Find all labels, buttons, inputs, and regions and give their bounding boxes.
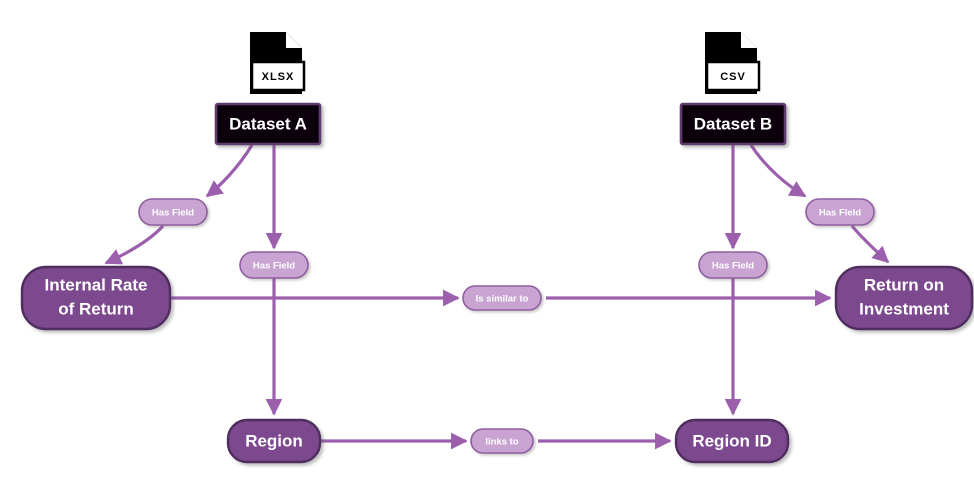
edge-label-has-field-a-irr[interactable]: Has Field: [138, 198, 208, 226]
node-region[interactable]: Region: [226, 418, 322, 464]
node-label-line-1: Internal Rate: [45, 275, 148, 294]
edge-pill-label: Has Field: [819, 208, 861, 219]
file-csv-icon: CSV: [705, 32, 761, 94]
edge-pill-shape: [239, 251, 309, 279]
node-return-on-investment[interactable]: Return on Investment: [834, 265, 974, 331]
node-label-line-1: Return on: [864, 275, 944, 294]
edge-dataset-a-has-field-irr[interactable]: [104, 144, 254, 265]
node-shape: [226, 418, 322, 464]
edge-segment-in: [749, 144, 807, 198]
edge-pill-label: Is similar to: [476, 294, 529, 305]
node-label-line-1: Region: [245, 431, 303, 450]
node-dataset-b[interactable]: Dataset B: [679, 102, 787, 146]
edge-pill-shape: [805, 198, 875, 226]
node-label: Dataset A: [229, 114, 307, 133]
edge-dataset-b-has-field-roi[interactable]: [749, 144, 890, 264]
node-dataset-a[interactable]: Dataset A: [214, 102, 322, 146]
node-label-line-2: of Return: [58, 299, 134, 318]
edge-pill-shape: [138, 198, 208, 226]
node-internal-rate-of-return[interactable]: Internal Rate of Return: [20, 265, 172, 331]
entities-layer: Internal Rate of Return Return on Invest…: [20, 265, 974, 464]
edge-segment-out: [850, 224, 890, 264]
node-shape: [834, 265, 974, 331]
node-shape: [214, 102, 322, 146]
doc-ext-box: [250, 60, 306, 92]
edge-segment-out: [104, 224, 165, 265]
edges-layer: [104, 144, 890, 450]
edge-pill-label: Has Field: [253, 261, 295, 272]
edge-pill-label: Has Field: [712, 261, 754, 272]
edge-label-has-field-b-region-id[interactable]: Has Field: [698, 251, 768, 279]
edge-pill-shape: [470, 428, 534, 454]
file-xlsx-icon: XLSX: [250, 32, 306, 94]
doc-fold-corner: [286, 32, 302, 48]
edge-label-is-similar-to[interactable]: Is similar to: [462, 285, 542, 311]
node-label-line-2: Investment: [859, 299, 949, 318]
edge-pill-label: Has Field: [152, 208, 194, 219]
edge-pill-shape: [698, 251, 768, 279]
edge-segment-in: [205, 144, 254, 198]
node-region-id[interactable]: Region ID: [674, 418, 790, 464]
doc-fold-corner: [741, 32, 757, 48]
node-shape: [674, 418, 790, 464]
edge-labels-layer: Has Field Has Field Has Field Has Field …: [138, 198, 875, 454]
doc-ext-label: CSV: [720, 71, 746, 83]
edge-pill-shape: [462, 285, 542, 311]
edge-label-has-field-a-region[interactable]: Has Field: [239, 251, 309, 279]
node-shape: [20, 265, 172, 331]
edge-pill-label: links to: [485, 437, 518, 448]
node-shape: [679, 102, 787, 146]
doc-ext-box: [705, 60, 761, 92]
doc-ext-label: XLSX: [262, 71, 295, 83]
node-label-line-1: Region ID: [692, 431, 771, 450]
sources-layer: XLSX Dataset A CSV Dataset B: [214, 32, 787, 146]
edge-label-links-to[interactable]: links to: [470, 428, 534, 454]
edge-label-has-field-b-roi[interactable]: Has Field: [805, 198, 875, 226]
node-label: Dataset B: [694, 114, 772, 133]
